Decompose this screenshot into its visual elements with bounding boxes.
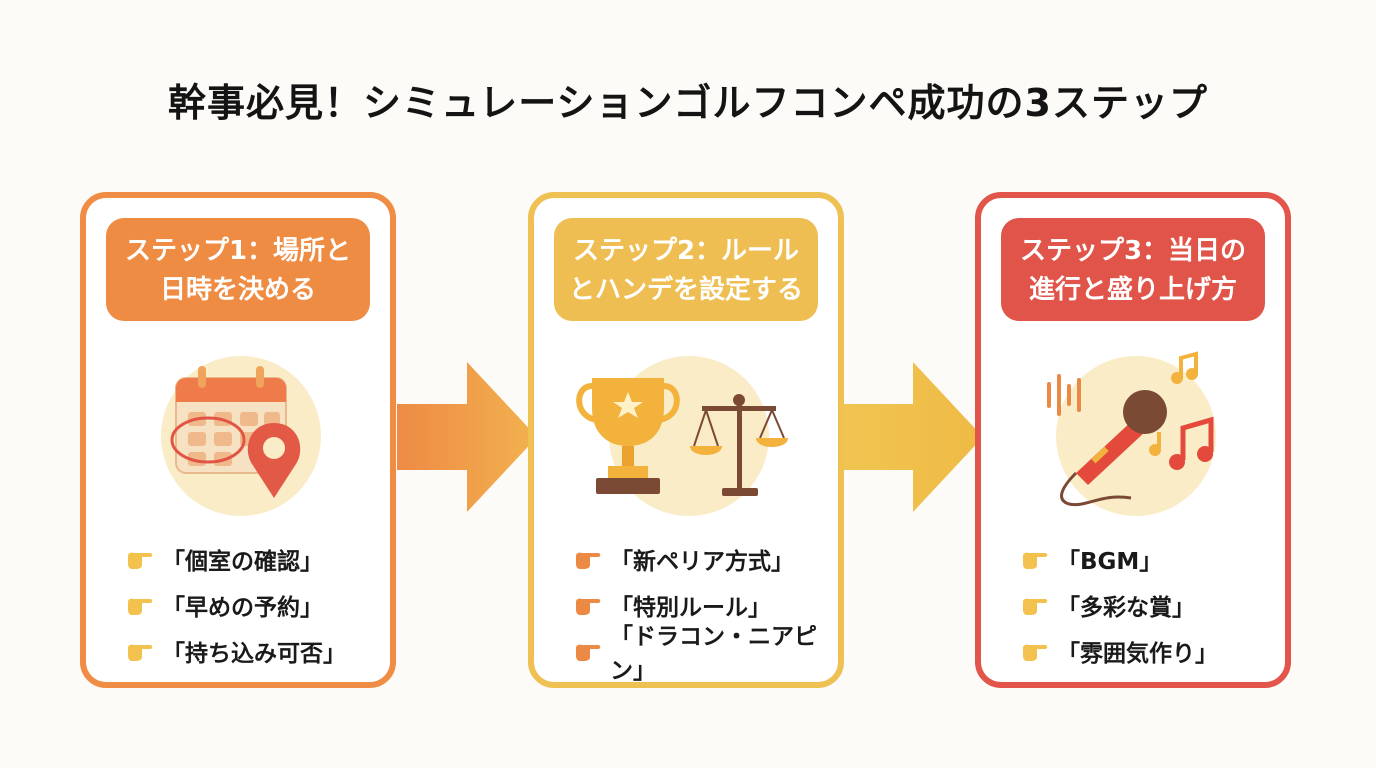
step-items-2: 「新ペリア方式」 「特別ルール」 「ドラコン・ニアピン」 xyxy=(574,536,834,684)
list-item-text: 「多彩な賞」 xyxy=(1057,595,1195,621)
pointing-hand-icon xyxy=(126,639,160,663)
step-header-2: ステップ2：ルール とハンデを設定する xyxy=(554,218,818,321)
arrow-right-icon xyxy=(397,362,537,512)
list-item: 「早めの予約」 xyxy=(126,582,386,628)
step-illustration-2 xyxy=(576,348,788,518)
step-header-line: ステップ3：当日の xyxy=(1019,236,1247,266)
step-header-3: ステップ3：当日の 進行と盛り上げ方 xyxy=(1001,218,1265,321)
step-header-line: 進行と盛り上げ方 xyxy=(1028,275,1237,305)
step-header-line: ステップ2：ルール xyxy=(572,236,800,266)
location-pin-icon xyxy=(247,423,301,498)
list-item-text: 「持ち込み可否」 xyxy=(162,641,346,667)
page-title: 幹事必見！シミュレーションゴルフコンペ成功の3ステップ xyxy=(168,81,1208,125)
pointing-hand-icon xyxy=(1021,639,1055,663)
step-illustration-3 xyxy=(1041,348,1231,518)
list-item: 「新ペリア方式」 xyxy=(574,536,834,582)
list-item-text: 「個室の確認」 xyxy=(162,549,323,575)
pointing-hand-icon xyxy=(1021,547,1055,571)
pointing-hand-icon xyxy=(574,593,608,617)
step-card-1: ステップ1：場所と 日時を決める xyxy=(80,192,396,688)
step-header-line: 日時を決める xyxy=(159,275,316,305)
list-item: 「持ち込み可否」 xyxy=(126,628,386,674)
step-header-line: とハンデを設定する xyxy=(568,275,803,305)
pointing-hand-icon xyxy=(126,547,160,571)
pointing-hand-icon xyxy=(574,639,608,663)
music-note-icon xyxy=(1149,351,1214,470)
step-items-1: 「個室の確認」 「早めの予約」 「持ち込み可否」 xyxy=(126,536,386,674)
list-item-text: 「ドラコン・ニアピン」 xyxy=(610,624,817,684)
list-item: 「個室の確認」 xyxy=(126,536,386,582)
step-card-3: ステップ3：当日の 進行と盛り上げ方 xyxy=(975,192,1291,688)
list-item: 「ドラコン・ニアピン」 xyxy=(574,624,834,684)
step-items-3: 「BGM」 「多彩な賞」 「雰囲気作り」 xyxy=(1021,536,1281,674)
list-item-text: 「新ペリア方式」 xyxy=(610,549,794,575)
step-card-2: ステップ2：ルール とハンデを設定する xyxy=(528,192,844,688)
list-item-text: 「特別ルール」 xyxy=(610,595,771,621)
step-header-line: ステップ1：場所と xyxy=(124,236,352,266)
list-item-text: 「雰囲気作り」 xyxy=(1057,641,1218,667)
list-item-text: 「早めの予約」 xyxy=(162,595,323,621)
pointing-hand-icon xyxy=(126,593,160,617)
list-item-text: 「BGM」 xyxy=(1057,549,1163,575)
step-header-1: ステップ1：場所と 日時を決める xyxy=(106,218,370,321)
list-item: 「雰囲気作り」 xyxy=(1021,628,1281,674)
list-item: 「特別ルール」 xyxy=(574,582,834,628)
trophy-icon xyxy=(576,378,680,494)
pointing-hand-icon xyxy=(574,547,608,571)
step-illustration-1 xyxy=(146,348,336,518)
scales-icon xyxy=(690,394,788,496)
sound-wave-icon xyxy=(1047,374,1081,416)
microphone-icon xyxy=(1060,390,1167,507)
pointing-hand-icon xyxy=(1021,593,1055,617)
list-item: 「BGM」 xyxy=(1021,536,1281,582)
arrow-right-icon xyxy=(843,362,983,512)
list-item: 「多彩な賞」 xyxy=(1021,582,1281,628)
